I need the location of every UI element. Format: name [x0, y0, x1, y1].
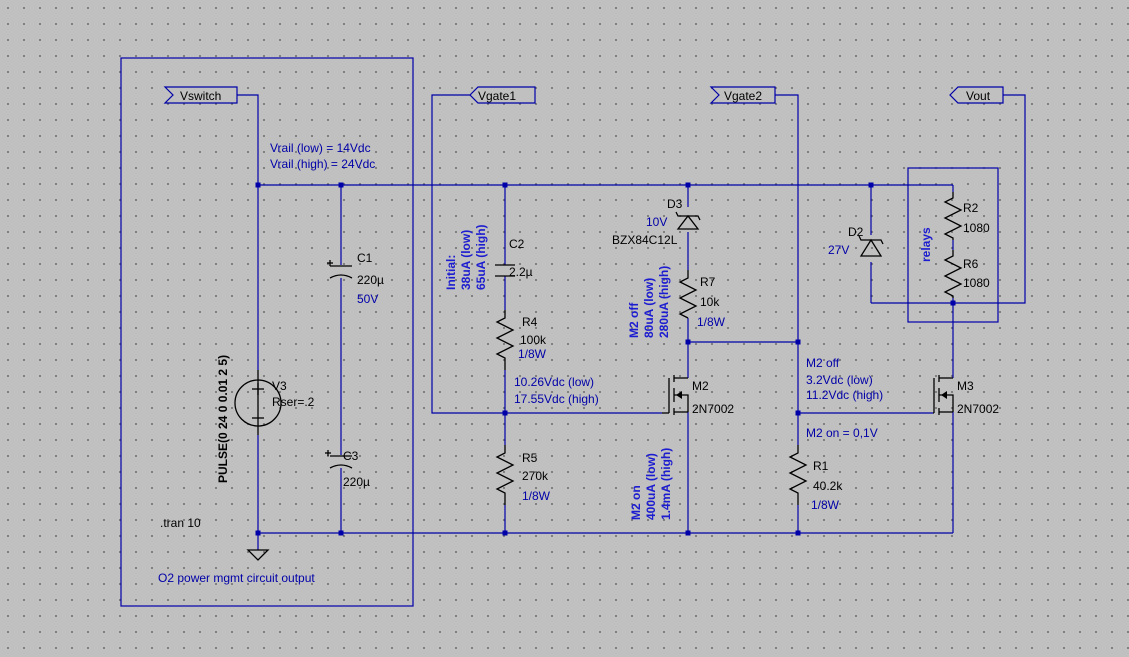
net-label-vswitch-text: Vswitch — [180, 89, 221, 103]
note-m2off-low: 80uA (low) — [642, 278, 656, 338]
wires — [120, 57, 1026, 607]
note-initial-title: Initial: — [444, 255, 458, 290]
note-m2on-high: 1.4mA (high) — [659, 448, 673, 520]
c3-name: C3 — [343, 449, 359, 463]
resistor-r6[interactable] — [943, 250, 963, 298]
capacitor-c1[interactable] — [327, 260, 353, 279]
note-m2-on-current: M2 on 400uA (low) 1.4mA (high) — [629, 448, 673, 520]
note-vgate1-high: 17.55Vdc (high) — [514, 392, 599, 406]
r6-name: R6 — [963, 257, 979, 271]
ground-icon[interactable] — [246, 549, 270, 561]
m2-name: M2 — [692, 379, 709, 393]
note-vgate1-low: 10.26Vdc (low) — [514, 375, 594, 389]
r4-power: 1/8W — [518, 347, 547, 361]
c3-value: 220µ — [343, 475, 370, 489]
resistor-r2[interactable] — [943, 192, 963, 240]
m2-part: 2N7002 — [692, 402, 734, 416]
d3-part: BZX84C12L — [612, 233, 678, 247]
zener-diode-d2[interactable] — [858, 235, 884, 257]
note-vgate2-on: M2 on = 0,1V — [806, 426, 878, 440]
r2-name: R2 — [963, 201, 979, 215]
resistor-r5[interactable] — [495, 445, 515, 505]
note-rail-low: Vrail (low) = 14Vdc — [270, 141, 371, 155]
resistor-r1[interactable] — [788, 445, 808, 505]
note-initial-high: 65uA (high) — [474, 224, 488, 290]
net-label-vgate1-text: Vgate1 — [478, 89, 516, 103]
c1-voltage: 50V — [357, 292, 378, 306]
net-label-vout-text: Vout — [966, 89, 991, 103]
resistor-r7[interactable] — [678, 270, 698, 319]
m3-name: M3 — [957, 379, 974, 393]
junctions — [255, 182, 956, 536]
r4-name: R4 — [522, 315, 538, 329]
r5-value: 270k — [522, 469, 549, 483]
resistor-r4[interactable] — [495, 310, 515, 370]
c2-name: C2 — [509, 237, 525, 251]
r7-value: 10k — [700, 295, 720, 309]
net-label-vout[interactable]: Vout — [949, 86, 1004, 104]
zener-diode-d3[interactable] — [675, 211, 701, 230]
voltage-source-v3[interactable] — [234, 370, 282, 435]
c1-name: C1 — [357, 251, 373, 265]
d2-voltage: 27V — [828, 243, 849, 257]
net-label-vgate2-text: Vgate2 — [724, 89, 762, 103]
mosfet-m3[interactable] — [933, 375, 954, 415]
m3-part: 2N7002 — [957, 402, 999, 416]
r1-power: 1/8W — [811, 498, 840, 512]
r5-name: R5 — [522, 451, 538, 465]
caption-circuit: O2 power mgmt circuit output — [158, 571, 315, 585]
note-m2off-title: M2 off — [627, 302, 641, 338]
r5-power: 1/8W — [522, 489, 551, 503]
note-initial-low: 38uA (low) — [459, 230, 473, 290]
net-label-vswitch[interactable]: Vswitch — [163, 86, 238, 104]
note-initial: Initial: 38uA (low) 65uA (high) — [444, 224, 488, 290]
r2-value: 1080 — [963, 221, 990, 235]
mosfet-m2[interactable] — [662, 375, 689, 415]
note-vgate2-high: 11.2Vdc (high) — [806, 388, 883, 402]
r7-power: 1/8W — [697, 315, 726, 329]
note-m2-off-current: M2 off 80uA (low) 280uA (high) — [627, 266, 671, 338]
r1-value: 40.2k — [813, 479, 843, 493]
c1-value: 220µ — [357, 273, 384, 287]
note-vgate2-low: 3.2Vdc (low) — [806, 373, 873, 387]
note-rail-high: Vrail (high) = 24Vdc — [270, 157, 375, 171]
d3-voltage: 10V — [646, 215, 667, 229]
d2-name: D2 — [848, 225, 864, 239]
capacitor-c3[interactable] — [325, 450, 353, 469]
v3-name: V3 — [272, 379, 287, 393]
v3-source-spec: PULSE(0 24 0 0.01 2 5) — [216, 355, 230, 483]
net-label-vgate2[interactable]: Vgate2 — [709, 86, 776, 104]
r4-value: 100k — [520, 333, 547, 347]
v3-param: Rser=.2 — [272, 395, 315, 409]
note-m2on-low: 400uA (low) — [644, 453, 658, 520]
capacitor-c2[interactable] — [495, 264, 515, 277]
note-m2on-title: M2 on — [629, 485, 643, 520]
r7-name: R7 — [700, 275, 716, 289]
net-label-vgate1[interactable]: Vgate1 — [469, 86, 536, 104]
r6-value: 1080 — [963, 276, 990, 290]
d3-name: D3 — [667, 197, 683, 211]
note-relays: relays — [919, 227, 933, 262]
note-m2off-high: 280uA (high) — [657, 266, 671, 338]
c2-value: 2.2µ — [509, 265, 533, 279]
directive-tran[interactable]: .tran 10 — [160, 516, 201, 530]
r1-name: R1 — [813, 459, 829, 473]
note-vgate2-title: M2 off — [806, 356, 840, 370]
